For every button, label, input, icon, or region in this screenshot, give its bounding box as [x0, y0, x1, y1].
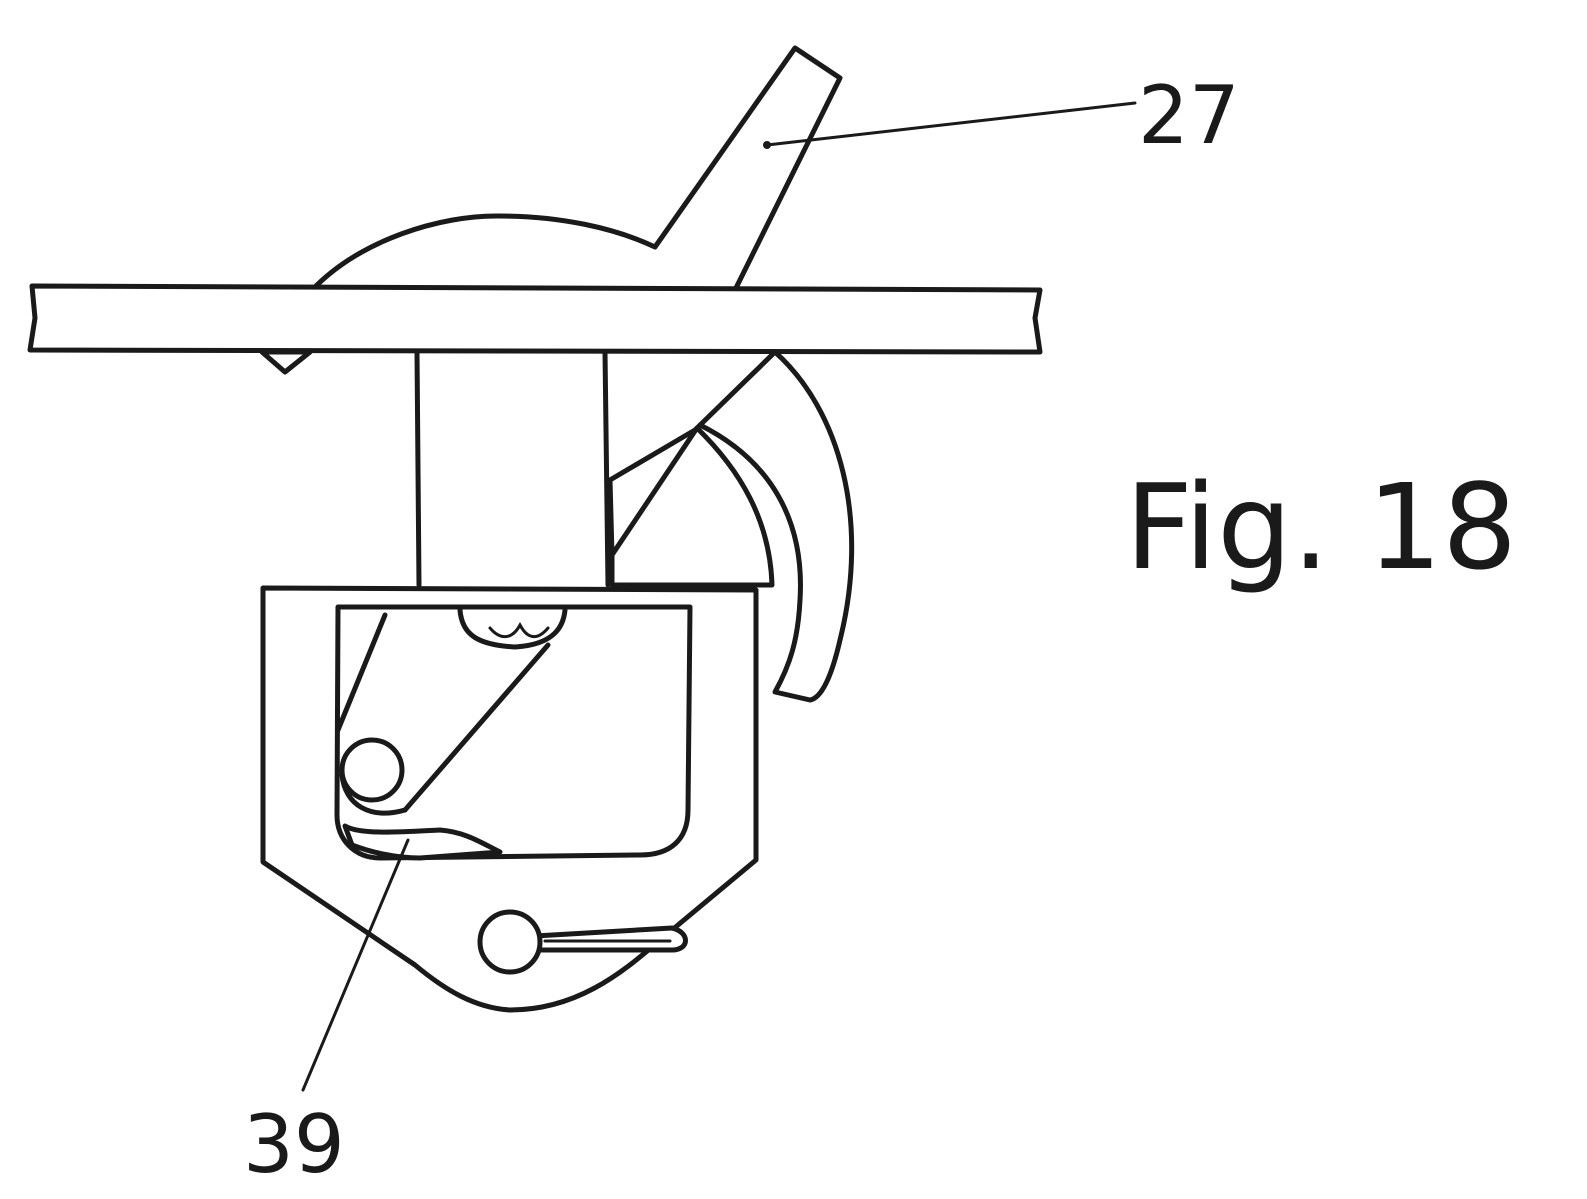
- stem: [414, 349, 611, 588]
- lever-assembly: [309, 45, 843, 293]
- figure-caption: Fig. 18: [1125, 458, 1517, 596]
- housing-window: [334, 604, 693, 861]
- curved-hook: [607, 349, 855, 703]
- ref-label-39: 39: [243, 1098, 345, 1191]
- top-detent: [457, 607, 568, 650]
- leader-dot-27: [763, 141, 771, 149]
- hook-finger: [609, 425, 775, 588]
- leader-line-39: [301, 838, 410, 1092]
- lower-pin: [477, 909, 543, 975]
- lower-pin-assembly: [477, 909, 688, 975]
- left-tab: [259, 349, 313, 375]
- lever-dome: [309, 45, 843, 293]
- rail-plate: [27, 283, 1043, 355]
- pivot-pin: [339, 737, 405, 803]
- ref-label-27: 27: [1138, 69, 1240, 162]
- spring-catch: [342, 823, 503, 861]
- leader-line-27: [765, 101, 1137, 147]
- detent-detail: [488, 621, 550, 639]
- pawl-arm: [335, 612, 551, 816]
